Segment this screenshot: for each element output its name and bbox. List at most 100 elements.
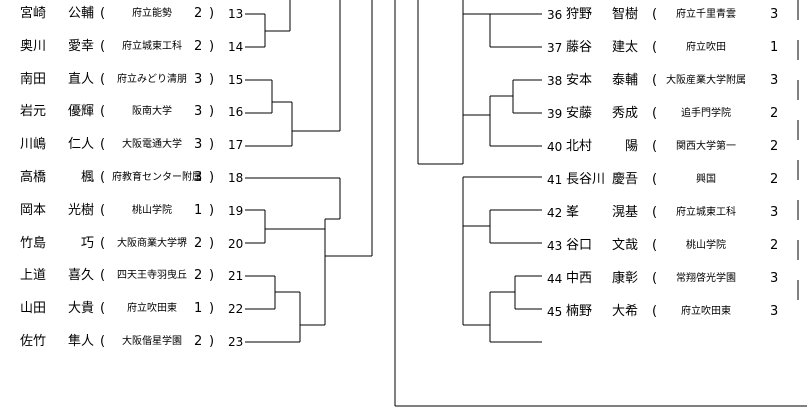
draw-number: 42	[547, 206, 563, 220]
open-paren: (	[652, 238, 658, 253]
player-grade: 1	[770, 40, 779, 55]
player-surname: 中西	[566, 271, 593, 286]
player-surname: 狩野	[566, 7, 593, 22]
player-grade: 1	[194, 301, 203, 317]
draw-number: 21	[228, 269, 244, 284]
player-given-name: 愛幸	[67, 38, 94, 54]
open-paren: (	[652, 106, 658, 121]
open-paren: (	[652, 7, 658, 22]
draw-number: 23	[228, 335, 244, 349]
player-surname: 岡本	[20, 202, 47, 218]
player-grade: 2	[770, 106, 779, 121]
player-grade: 3	[770, 205, 779, 220]
player-given-name: 智樹	[611, 7, 638, 22]
draw-number: 41	[547, 173, 563, 187]
player-grade: 3	[770, 304, 779, 319]
open-paren: (	[100, 38, 106, 54]
open-paren: (	[100, 235, 106, 251]
draw-number: 39	[547, 107, 563, 121]
player-school: 府立城東工科	[122, 40, 182, 52]
close-paren: )	[209, 268, 215, 284]
draw-number: 17	[228, 138, 244, 153]
player-school: 府立吹田東	[127, 303, 177, 315]
open-paren: (	[652, 40, 658, 55]
player-school: 大阪商業大学堺	[117, 237, 187, 249]
player-given-name: 康彰	[611, 271, 638, 286]
player-school: 大阪電通大学	[122, 139, 182, 151]
player-surname: 佐竹	[20, 334, 47, 349]
player-surname: 竹島	[20, 235, 47, 251]
close-paren: )	[209, 334, 215, 349]
player-school: 府立みどり清朋	[117, 73, 187, 85]
player-surname: 峯	[566, 205, 580, 220]
player-surname: 山田	[20, 301, 47, 317]
player-grade: 3	[194, 104, 203, 120]
open-paren: (	[100, 6, 106, 21]
player-surname: 安本	[566, 73, 593, 88]
open-paren: (	[652, 139, 658, 154]
player-school: 大阪偕星学園	[122, 336, 182, 347]
draw-number: 14	[228, 39, 244, 54]
player-given-name: 泰輔	[611, 73, 638, 88]
player-surname: 楠野	[566, 304, 593, 319]
player-school: 府立能勢	[132, 8, 172, 19]
player-surname: 藤谷	[566, 40, 593, 55]
player-school: 府立千里青雲	[676, 9, 736, 20]
draw-number: 20	[228, 236, 244, 251]
player-grade: 3	[770, 271, 779, 286]
close-paren: )	[209, 301, 215, 317]
player-grade: 2	[194, 334, 203, 349]
draw-number: 40	[547, 140, 563, 154]
open-paren: (	[100, 268, 106, 284]
player-given-name: 隼人	[67, 334, 94, 349]
player-surname: 奥川	[20, 38, 47, 54]
player-surname: 谷口	[566, 238, 593, 253]
player-given-name: 楓	[80, 170, 94, 185]
draw-number: 22	[228, 302, 244, 317]
player-given-name: 秀成	[611, 106, 638, 121]
player-given-name: 文哉	[611, 238, 638, 253]
open-paren: (	[652, 205, 658, 220]
open-paren: (	[100, 71, 106, 87]
draw-number: 18	[228, 171, 244, 185]
close-paren: )	[209, 71, 215, 87]
draw-number: 44	[547, 272, 563, 286]
draw-number: 38	[547, 74, 563, 88]
open-paren: (	[100, 301, 106, 317]
player-grade: 2	[194, 6, 203, 21]
player-surname: 岩元	[20, 104, 47, 120]
player-given-name: 直人	[67, 71, 94, 87]
player-school: 興国	[696, 174, 716, 185]
close-paren: )	[209, 235, 215, 251]
player-grade: 2	[194, 235, 203, 251]
player-given-name: 建太	[611, 40, 638, 55]
player-school: 関西大学第一	[676, 141, 736, 152]
close-paren: )	[209, 104, 215, 120]
open-paren: (	[652, 172, 658, 187]
player-school: 桃山学院	[686, 240, 726, 251]
player-school: 府教育センター附属	[112, 172, 202, 183]
close-paren: )	[209, 202, 215, 218]
player-grade: 2	[770, 238, 779, 253]
draw-number: 43	[547, 239, 563, 253]
player-school: 四天王寺羽曳丘	[117, 270, 187, 282]
player-surname: 安藤	[566, 106, 593, 121]
close-paren: )	[209, 170, 215, 185]
close-paren: )	[209, 137, 215, 153]
player-school: 府立吹田	[686, 42, 726, 53]
draw-number: 16	[228, 105, 244, 120]
player-grade: 2	[194, 38, 203, 54]
player-grade: 1	[194, 202, 203, 218]
close-paren: )	[209, 38, 215, 54]
draw-number: 15	[228, 72, 244, 87]
player-surname: 宮崎	[20, 6, 47, 21]
player-grade: 2	[770, 139, 779, 154]
player-given-name: 優輝	[67, 104, 94, 120]
open-paren: (	[100, 137, 106, 153]
player-grade: 2	[770, 172, 779, 187]
player-surname: 上道	[20, 268, 47, 284]
draw-number: 36	[547, 8, 563, 22]
player-school: 常翔啓光学園	[676, 273, 736, 284]
player-given-name: 巧	[80, 235, 94, 251]
